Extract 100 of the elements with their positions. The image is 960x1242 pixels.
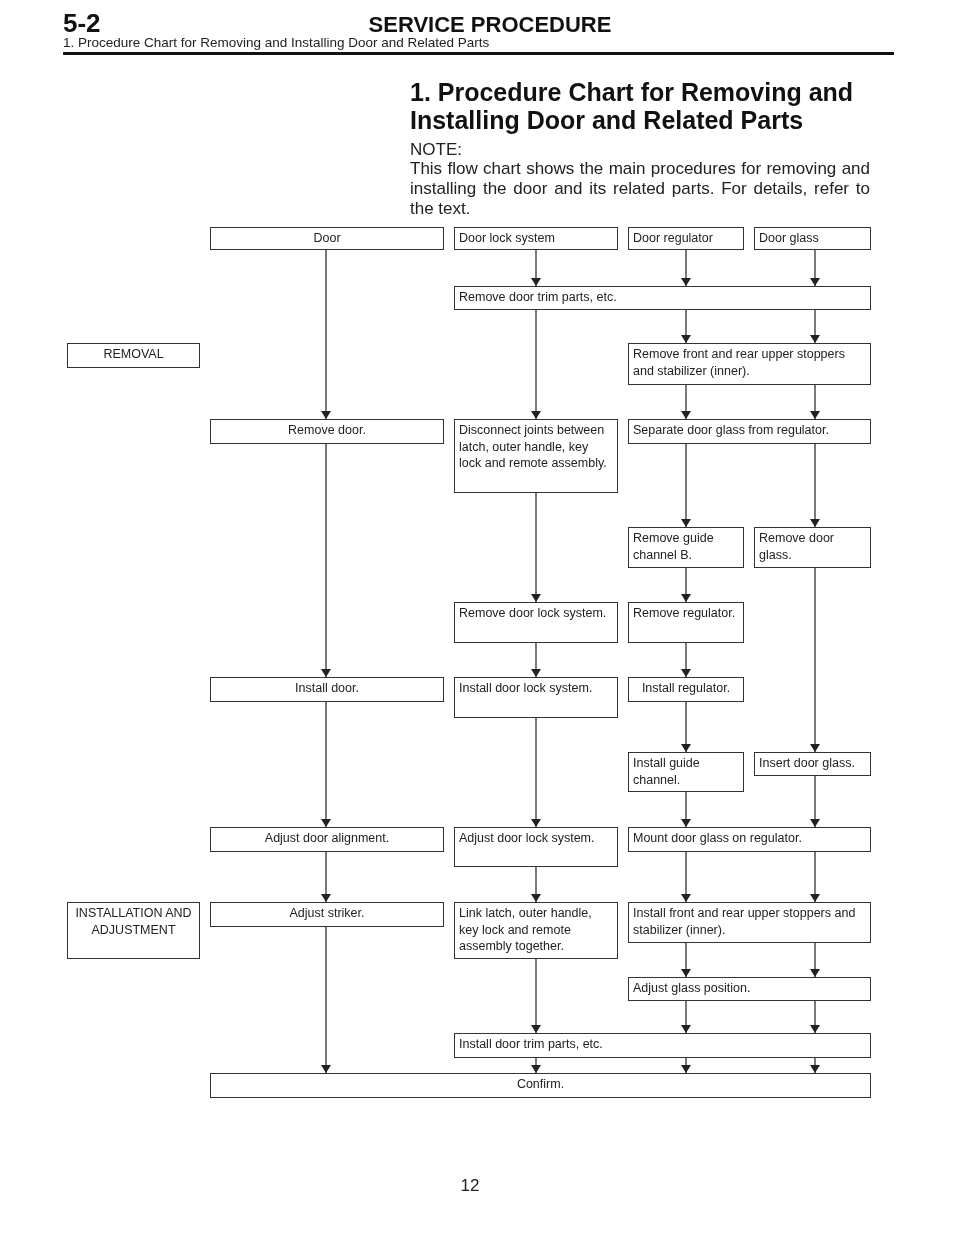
step-text: Insert door glass. [759, 755, 856, 772]
arrow [810, 443, 820, 528]
process-box [628, 677, 744, 702]
step-text: Mount door glass on regulator. [633, 830, 803, 847]
process-box [454, 419, 618, 493]
step-text: Install door. [294, 680, 360, 697]
step-text: Remove front and rear upper stoppers and stabilizer (inner). [633, 346, 846, 379]
process-box [754, 227, 871, 250]
arrow [681, 309, 691, 344]
arrow [531, 717, 541, 828]
step-text: Adjust striker. [288, 905, 366, 922]
process-box [628, 343, 871, 385]
process-box [454, 227, 618, 250]
arrow [681, 642, 691, 678]
arrow [321, 443, 331, 678]
step-text: Disconnect joints between latch, outer handle, key lock and remote assembly. [459, 422, 608, 472]
process-box [628, 527, 744, 568]
arrow [321, 926, 331, 1074]
step-text: Remove door glass. [759, 530, 836, 563]
process-box [454, 827, 618, 867]
arrow [681, 701, 691, 753]
note-text: This flow chart shows the main procedures for removing and installing the door and its related parts. For details, refer to the text. [410, 159, 870, 219]
process-box [454, 902, 618, 959]
step-text: INSTALLATION AND ADJUSTMENT [74, 905, 193, 938]
header-title: SERVICE PROCEDURE [367, 12, 613, 38]
arrow [810, 851, 820, 903]
process-box [628, 227, 744, 250]
arrow [531, 1057, 541, 1074]
arrow [681, 567, 691, 603]
step-text: Install door trim parts, etc. [459, 1036, 604, 1053]
process-box [628, 827, 871, 852]
process-box [454, 286, 871, 310]
arrow [810, 567, 820, 753]
arrow [810, 309, 820, 344]
arrow [810, 1000, 820, 1034]
process-box [210, 419, 444, 444]
arrow [810, 775, 820, 828]
note-heading: NOTE: [410, 140, 463, 160]
step-text: Link latch, outer handle, key lock and remote assembly together. [459, 905, 593, 955]
arrow [321, 701, 331, 828]
page-title: 1. Procedure Chart for Removing and Installing Door and Related Parts [410, 78, 855, 134]
process-box [754, 527, 871, 568]
process-box [628, 752, 744, 792]
arrow [681, 384, 691, 420]
arrow [810, 384, 820, 420]
step-text: Remove regulator. [633, 605, 737, 622]
step-text: Remove door. [287, 422, 367, 439]
step-text: Door glass [759, 230, 820, 247]
arrow [531, 309, 541, 420]
arrow [681, 249, 691, 287]
arrow [681, 851, 691, 903]
arrow [810, 1057, 820, 1074]
process-box [210, 827, 444, 852]
arrow [531, 249, 541, 287]
header-subtitle: 1. Procedure Chart for Removing and Installing Door and Related Parts [63, 35, 491, 50]
step-text: Separate door glass from regulator. [633, 422, 830, 439]
step-text: REMOVAL [102, 346, 165, 363]
step-text: Remove guide channel B. [633, 530, 715, 563]
step-text: Adjust door alignment. [263, 830, 391, 847]
arrow [531, 492, 541, 603]
process-box [454, 677, 618, 718]
step-text: Adjust glass position. [633, 980, 752, 997]
step-text: Door lock system [459, 230, 556, 247]
step-text: Door [312, 230, 342, 247]
process-box [210, 227, 444, 250]
process-box [628, 902, 871, 943]
process-box [754, 752, 871, 776]
process-box [210, 902, 444, 927]
step-text: Install door lock system. [459, 680, 594, 697]
process-box [210, 1073, 871, 1098]
arrow [531, 642, 541, 678]
arrow [681, 1057, 691, 1074]
step-text: Install guide channel. [633, 755, 701, 788]
arrow [531, 866, 541, 903]
step-text: Install regulator. [640, 680, 732, 697]
process-box [628, 977, 871, 1001]
step-text: Remove door lock system. [459, 605, 608, 622]
arrow [321, 851, 331, 903]
process-box [454, 1033, 871, 1058]
arrow [321, 249, 331, 420]
arrow [681, 791, 691, 828]
process-box [67, 902, 200, 959]
process-box [628, 419, 871, 444]
process-box [454, 602, 618, 643]
step-text: Door regulator [633, 230, 714, 247]
process-box [67, 343, 200, 368]
step-text: Install front and rear upper stoppers and stabilizer (inner). [633, 905, 857, 938]
arrow [810, 249, 820, 287]
process-box [210, 677, 444, 702]
process-box [628, 602, 744, 643]
step-text: Confirm. [515, 1076, 566, 1093]
arrow [681, 443, 691, 528]
step-text: Adjust door lock system. [459, 830, 596, 847]
arrow [681, 1000, 691, 1034]
step-text: Remove door trim parts, etc. [459, 289, 618, 306]
arrow [681, 942, 691, 978]
arrow [810, 942, 820, 978]
arrow [531, 958, 541, 1034]
page-number: 12 [459, 1176, 481, 1196]
section-number: 5-2 [63, 8, 102, 38]
